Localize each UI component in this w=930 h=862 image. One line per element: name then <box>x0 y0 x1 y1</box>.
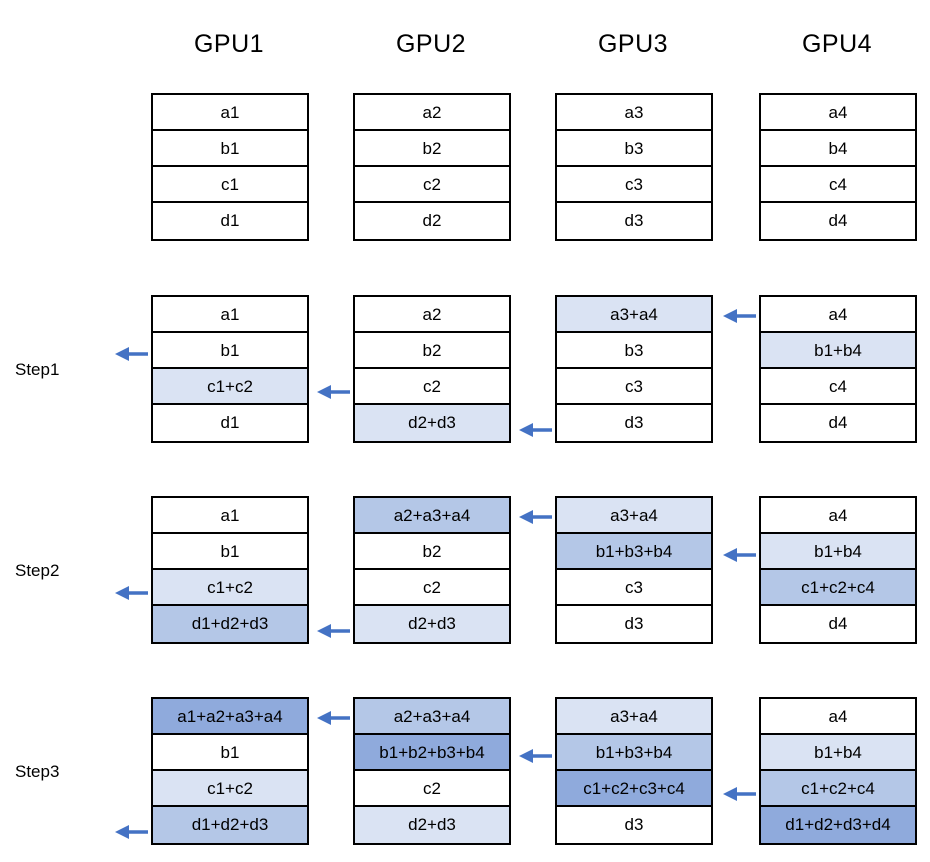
buffer-chunk-cell: d1+d2+d3 <box>153 606 307 642</box>
buffer-chunk-cell: d3 <box>557 405 711 441</box>
buffer-chunk-cell: c1+c2 <box>153 369 307 405</box>
buffer-chunk-cell: a2 <box>355 95 509 131</box>
buffer-chunk-cell: c2 <box>355 771 509 807</box>
step-label: Step1 <box>15 360 60 379</box>
buffer-chunk-cell: a3+a4 <box>557 297 711 333</box>
buffer-chunk-cell: d2+d3 <box>355 807 509 843</box>
gpu-title: GPU3 <box>597 30 669 58</box>
buffer-chunk-cell: a3+a4 <box>557 699 711 735</box>
buffer-chunk-cell: b3 <box>557 131 711 167</box>
buffer-chunk-cell: b2 <box>355 333 509 369</box>
left-arrow-icon <box>723 787 756 801</box>
left-arrow-icon <box>317 711 350 725</box>
left-arrow-icon <box>723 309 756 323</box>
buffer-chunk-cell: d3 <box>557 203 711 239</box>
buffer-chunk-cell: b1+b2+b3+b4 <box>355 735 509 771</box>
left-arrow-icon <box>519 510 552 524</box>
buffer-chunk-cell: a1 <box>153 95 307 131</box>
left-arrow-icon <box>317 624 350 638</box>
buffer-chunk-cell: c1+c2+c3+c4 <box>557 771 711 807</box>
buffer-chunk-cell: a2+a3+a4 <box>355 699 509 735</box>
buffer-chunk-cell: d1 <box>153 203 307 239</box>
buffer-chunk-cell: d1+d2+d3 <box>153 807 307 843</box>
left-arrow-icon <box>519 749 552 763</box>
buffer-chunk-cell: b3 <box>557 333 711 369</box>
buffer-chunk-cell: b4 <box>761 131 915 167</box>
buffer-chunk-cell: b1+b4 <box>761 735 915 771</box>
buffer-chunk-cell: c1+c2 <box>153 771 307 807</box>
buffer-chunk-cell: b1 <box>153 131 307 167</box>
buffer-chunk-cell: b1 <box>153 534 307 570</box>
buffer-chunk-cell: d1+d2+d3+d4 <box>761 807 915 843</box>
buffer-chunk-cell: c1+c2+c4 <box>761 570 915 606</box>
buffer-chunk-cell: c1+c2 <box>153 570 307 606</box>
buffer-chunk-cell: a4 <box>761 95 915 131</box>
buffer-chunk-cell: d4 <box>761 606 915 642</box>
buffer-chunk-cell: a2 <box>355 297 509 333</box>
buffer-chunk-cell: d1 <box>153 405 307 441</box>
buffer-chunk-cell: c3 <box>557 167 711 203</box>
buffer-chunk-cell: a1 <box>153 498 307 534</box>
buffer-chunk-cell: a1+a2+a3+a4 <box>153 699 307 735</box>
buffer-chunk-cell: d4 <box>761 405 915 441</box>
buffer-chunk-cell: b1+b3+b4 <box>557 534 711 570</box>
buffer-chunk-cell: c2 <box>355 369 509 405</box>
buffer-chunk-cell: c4 <box>761 369 915 405</box>
buffer-chunk-cell: d2+d3 <box>355 606 509 642</box>
buffer-chunk-cell: b2 <box>355 534 509 570</box>
buffer-chunk-cell: c4 <box>761 167 915 203</box>
left-arrow-icon <box>519 423 552 437</box>
buffer-chunk-cell: c2 <box>355 570 509 606</box>
step-label: Step3 <box>15 762 60 781</box>
buffer-chunk-cell: a4 <box>761 498 915 534</box>
buffer-chunk-cell: c2 <box>355 167 509 203</box>
buffer-chunk-cell: b1+b4 <box>761 333 915 369</box>
buffer-chunk-cell: a4 <box>761 297 915 333</box>
buffer-chunk-cell: c3 <box>557 369 711 405</box>
buffer-chunk-cell: c1 <box>153 167 307 203</box>
buffer-chunk-cell: b1+b3+b4 <box>557 735 711 771</box>
buffer-chunk-cell: b1 <box>153 333 307 369</box>
buffer-chunk-cell: b1 <box>153 735 307 771</box>
buffer-chunk-cell: a2+a3+a4 <box>355 498 509 534</box>
buffer-chunk-cell: d2+d3 <box>355 405 509 441</box>
buffer-chunk-cell: a3 <box>557 95 711 131</box>
buffer-chunk-cell: a1 <box>153 297 307 333</box>
left-arrow-icon <box>115 825 148 839</box>
left-arrow-icon <box>115 586 148 600</box>
buffer-chunk-cell: b1+b4 <box>761 534 915 570</box>
buffer-chunk-cell: d3 <box>557 807 711 843</box>
left-arrow-icon <box>723 548 756 562</box>
buffer-chunk-cell: a4 <box>761 699 915 735</box>
buffer-chunk-cell: b2 <box>355 131 509 167</box>
gpu-title: GPU1 <box>193 30 265 58</box>
buffer-chunk-cell: d2 <box>355 203 509 239</box>
left-arrow-icon <box>317 385 350 399</box>
gpu-title: GPU4 <box>801 30 873 58</box>
buffer-chunk-cell: c3 <box>557 570 711 606</box>
buffer-chunk-cell: a3+a4 <box>557 498 711 534</box>
step-label: Step2 <box>15 561 60 580</box>
left-arrow-icon <box>115 347 148 361</box>
buffer-chunk-cell: d3 <box>557 606 711 642</box>
buffer-chunk-cell: c1+c2+c4 <box>761 771 915 807</box>
buffer-chunk-cell: d4 <box>761 203 915 239</box>
gpu-title: GPU2 <box>395 30 467 58</box>
